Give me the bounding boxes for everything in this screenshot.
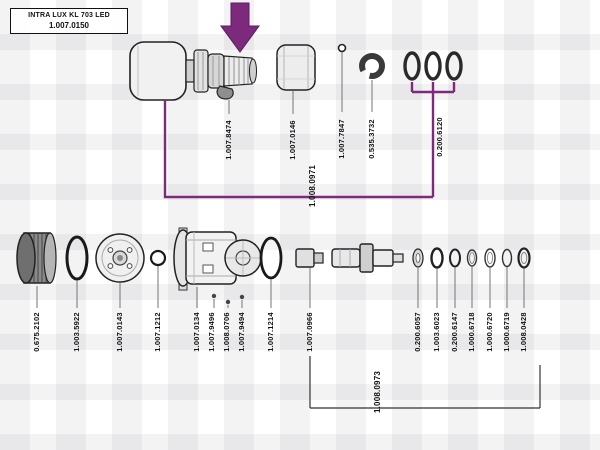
part-spindle-shaft bbox=[331, 243, 404, 273]
screw-dot bbox=[239, 294, 245, 300]
part-label: 1.000.6720 bbox=[485, 312, 494, 352]
upper-assembly-bracket bbox=[163, 82, 456, 199]
part-end-cap bbox=[16, 232, 57, 284]
part-label: 1.007.0143 bbox=[115, 312, 124, 352]
screw-dot bbox=[211, 293, 217, 299]
part-label: 0.200.6057 bbox=[413, 312, 422, 352]
part-label: 1.007.9494 bbox=[237, 312, 246, 352]
pointer-arrow-icon bbox=[220, 2, 260, 53]
part-label: 1.007.0966 bbox=[305, 312, 314, 352]
part-label: 0.200.6147 bbox=[450, 312, 459, 352]
part-ring-small bbox=[149, 249, 167, 267]
assembly-label-upper: 1.008.0971 bbox=[308, 165, 317, 207]
part-label: 1.000.6719 bbox=[502, 312, 511, 352]
part-label: 0.200.6120 bbox=[435, 117, 444, 157]
part-label: 1.000.6718 bbox=[467, 312, 476, 352]
part-label: 1.007.7847 bbox=[337, 119, 346, 159]
part-o-ring-mid bbox=[259, 236, 283, 280]
assembly-label-lower: 1.008.0973 bbox=[373, 371, 382, 413]
part-coupling-cap bbox=[276, 44, 316, 91]
spray-clip bbox=[216, 85, 234, 100]
model-name: INTRA LUX KL 703 LED bbox=[28, 12, 110, 19]
part-label: 1.007.9496 bbox=[207, 312, 216, 352]
part-end-plate bbox=[95, 233, 145, 283]
part-label: 1.003.6023 bbox=[432, 312, 441, 352]
part-motor-coupling bbox=[129, 41, 257, 101]
part-label: 0.675.2102 bbox=[32, 312, 41, 352]
part-label: 1.007.8474 bbox=[224, 120, 233, 160]
part-motor-housing bbox=[173, 227, 262, 305]
part-label: 0.535.3732 bbox=[367, 119, 376, 159]
part-label: 1.007.0146 bbox=[288, 120, 297, 160]
part-washer-set bbox=[412, 247, 531, 269]
part-label: 1.003.5922 bbox=[72, 312, 81, 352]
part-retaining-ring bbox=[359, 53, 385, 79]
title-box: INTRA LUX KL 703 LED 1.007.0150 bbox=[10, 8, 128, 34]
part-label: 1.008.0428 bbox=[519, 312, 528, 352]
part-label: 1.008.0706 bbox=[222, 312, 231, 352]
leader-lines bbox=[36, 266, 525, 308]
part-o-ring-large bbox=[65, 235, 89, 281]
lower-assembly-bracket bbox=[309, 356, 541, 409]
part-label: 1.007.1214 bbox=[266, 312, 275, 352]
contact-dot bbox=[225, 299, 231, 305]
part-o-ring-set bbox=[403, 51, 463, 81]
model-part-number: 1.007.0150 bbox=[48, 21, 90, 30]
part-bearing bbox=[295, 248, 324, 268]
part-small-ring bbox=[337, 43, 347, 53]
part-label: 1.007.0134 bbox=[192, 312, 201, 352]
part-label: 1.007.1212 bbox=[153, 312, 162, 352]
